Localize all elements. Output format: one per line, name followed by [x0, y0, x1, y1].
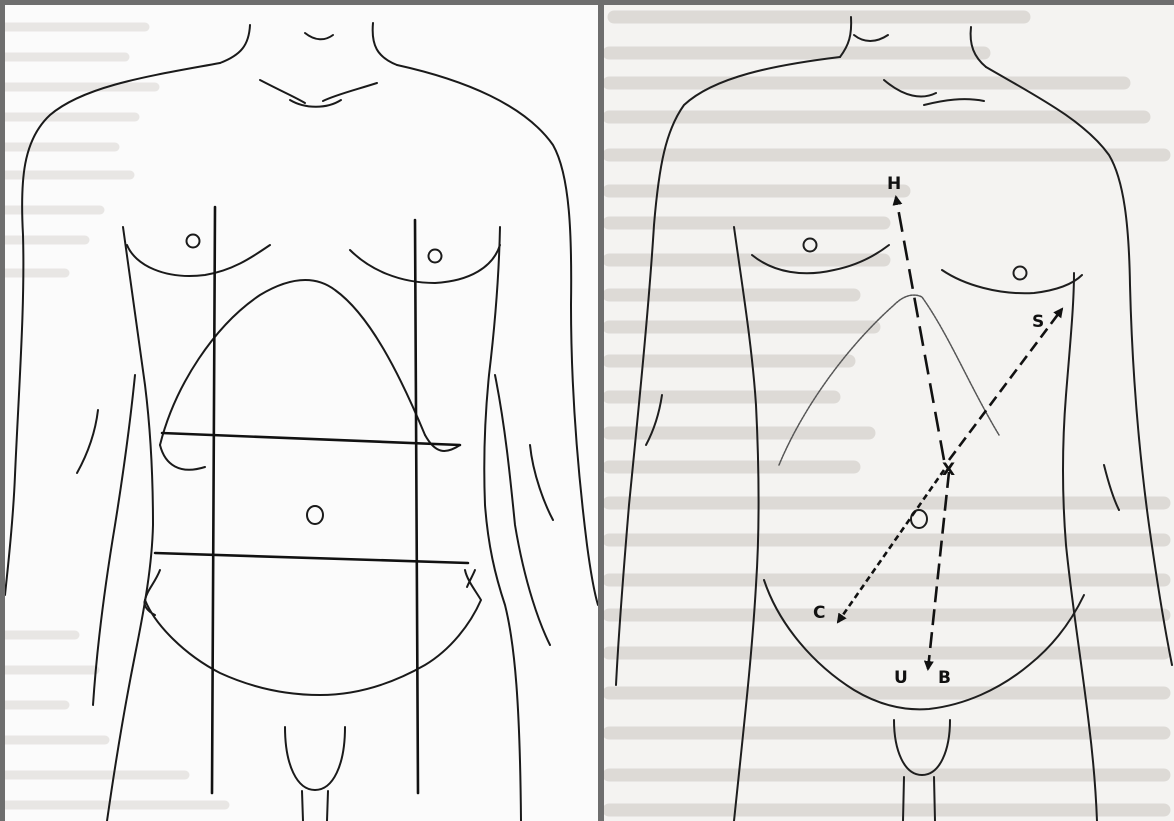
left-panel-abdominal-regions	[5, 5, 598, 821]
abdominal-region-grid	[155, 207, 468, 793]
bleed-through-text	[5, 27, 225, 805]
right-torso-drawing: H S X C U B	[604, 5, 1174, 821]
vector-s	[949, 309, 1062, 460]
vector-c-label: C	[813, 603, 825, 623]
left-midclavicular-line	[212, 207, 215, 793]
bleed-through-text	[609, 17, 1164, 810]
vector-u-label: U	[894, 668, 908, 688]
torso-outline	[616, 17, 1172, 821]
vector-s-label: S	[1032, 312, 1044, 332]
right-midclavicular-line	[415, 220, 418, 793]
vector-b-label: B	[938, 668, 951, 688]
right-panel-port-vectors: H S X C U B	[604, 5, 1174, 821]
intertubercular-plane-line	[155, 553, 468, 563]
vector-h-label: H	[887, 174, 901, 194]
origin-x-label: X	[942, 460, 955, 480]
left-torso-drawing	[5, 5, 598, 821]
vector-h	[896, 197, 944, 460]
